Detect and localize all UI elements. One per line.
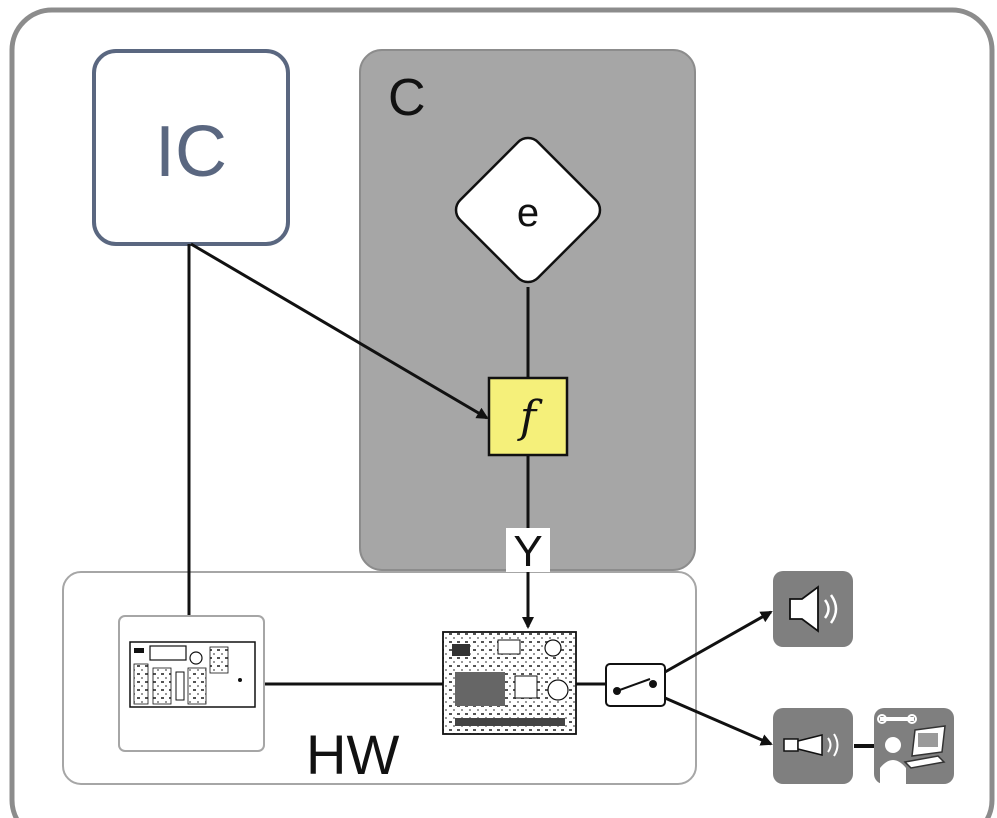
ic-label: IC [155, 112, 227, 192]
c-region-label: C [388, 69, 426, 127]
e-node: e [454, 136, 602, 284]
f-node: f [487, 376, 569, 457]
speaker-icon [773, 571, 853, 647]
switch-icon [605, 663, 666, 707]
edge-ic-to-f [190, 242, 489, 420]
control-panel-icon [118, 615, 265, 752]
y-label: Y [513, 527, 542, 576]
hw-region-label: HW [306, 723, 399, 786]
technician-laptop-icon [874, 708, 954, 784]
y-edge-label: Y [506, 527, 550, 576]
circuit-board-icon [442, 631, 577, 735]
horn-icon [773, 708, 853, 784]
e-label: e [517, 191, 539, 235]
ic-node: IC [92, 49, 290, 246]
edge-switch-to-horn [664, 696, 773, 746]
edge-switch-to-speaker [664, 610, 773, 674]
